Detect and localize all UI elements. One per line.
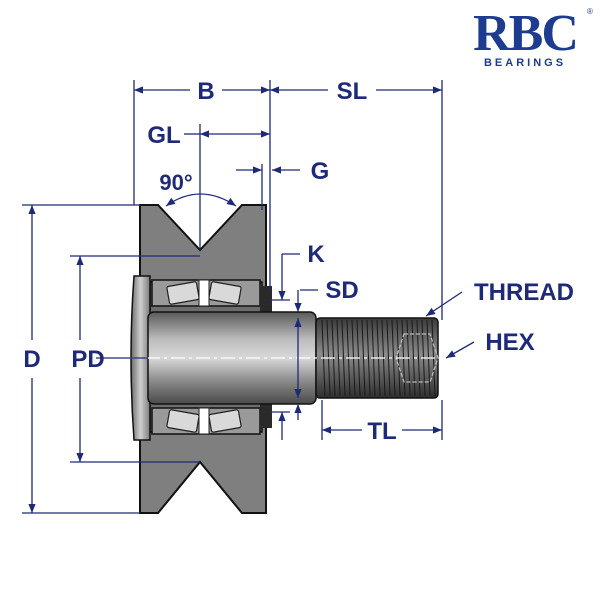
- logo-registered: ®: [587, 7, 593, 16]
- roller-bearing-upper: [151, 279, 261, 307]
- label-sl: SL: [337, 78, 368, 105]
- roller-bearing-lower: [151, 407, 261, 435]
- label-thread: THREAD: [474, 279, 574, 306]
- label-tl: TL: [367, 418, 396, 445]
- label-g: G: [311, 158, 330, 185]
- label-d: D: [23, 346, 40, 373]
- logo-letters: RBC: [473, 5, 577, 62]
- label-b: B: [197, 78, 214, 105]
- rbc-logo: RBC BEARINGS ®: [473, 5, 593, 69]
- label-gl: GL: [147, 122, 180, 149]
- label-k: K: [307, 241, 325, 268]
- logo-subtitle: BEARINGS: [484, 57, 566, 69]
- label-hex: HEX: [485, 329, 534, 356]
- label-angle: 90°: [159, 170, 192, 195]
- label-sd: SD: [325, 277, 358, 304]
- label-pd: PD: [71, 346, 104, 373]
